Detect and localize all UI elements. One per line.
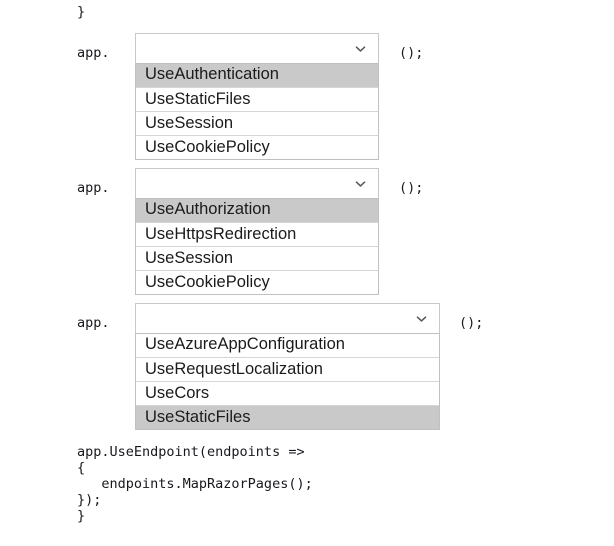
dropdown-1-option[interactable]: UseStaticFiles: [136, 87, 378, 111]
code-block-use-endpoint: app.UseEndpoint(endpoints => { endpoints…: [77, 444, 313, 524]
dropdown-3-option[interactable]: UseStaticFiles: [136, 405, 439, 429]
dropdown-2-option[interactable]: UseCookiePolicy: [136, 270, 378, 294]
dropdown-3-option[interactable]: UseAzureAppConfiguration: [136, 333, 439, 357]
code-label-app-3: app.: [77, 315, 110, 331]
dropdown-2-field[interactable]: [135, 168, 379, 199]
chevron-down-icon[interactable]: [354, 177, 367, 190]
dropdown-3-field[interactable]: [135, 303, 440, 334]
dropdown-2-list[interactable]: UseAuthorization UseHttpsRedirection Use…: [135, 198, 379, 295]
dropdown-2[interactable]: UseAuthorization UseHttpsRedirection Use…: [135, 168, 379, 295]
dropdown-3-option[interactable]: UseCors: [136, 381, 439, 405]
code-label-app-1: app.: [77, 45, 110, 61]
dropdown-2-option[interactable]: UseHttpsRedirection: [136, 222, 378, 246]
code-call-suffix-2: ();: [399, 180, 424, 196]
code-call-suffix-1: ();: [399, 45, 424, 61]
dropdown-1-option[interactable]: UseSession: [136, 111, 378, 135]
chevron-down-icon[interactable]: [354, 42, 367, 55]
dropdown-1-field[interactable]: [135, 33, 379, 64]
dropdown-3[interactable]: UseAzureAppConfiguration UseRequestLocal…: [135, 303, 440, 430]
dropdown-1[interactable]: UseAuthentication UseStaticFiles UseSess…: [135, 33, 379, 160]
dropdown-1-list[interactable]: UseAuthentication UseStaticFiles UseSess…: [135, 63, 379, 160]
dropdown-2-option[interactable]: UseSession: [136, 246, 378, 270]
code-call-suffix-3: ();: [459, 315, 484, 331]
chevron-down-icon[interactable]: [415, 312, 428, 325]
code-line-closing-brace-top: }: [77, 4, 86, 20]
dropdown-1-option[interactable]: UseCookiePolicy: [136, 135, 378, 159]
dropdown-3-list[interactable]: UseAzureAppConfiguration UseRequestLocal…: [135, 333, 440, 430]
dropdown-2-option[interactable]: UseAuthorization: [136, 198, 378, 222]
dropdown-3-option[interactable]: UseRequestLocalization: [136, 357, 439, 381]
code-label-app-2: app.: [77, 180, 110, 196]
dropdown-1-option[interactable]: UseAuthentication: [136, 63, 378, 87]
